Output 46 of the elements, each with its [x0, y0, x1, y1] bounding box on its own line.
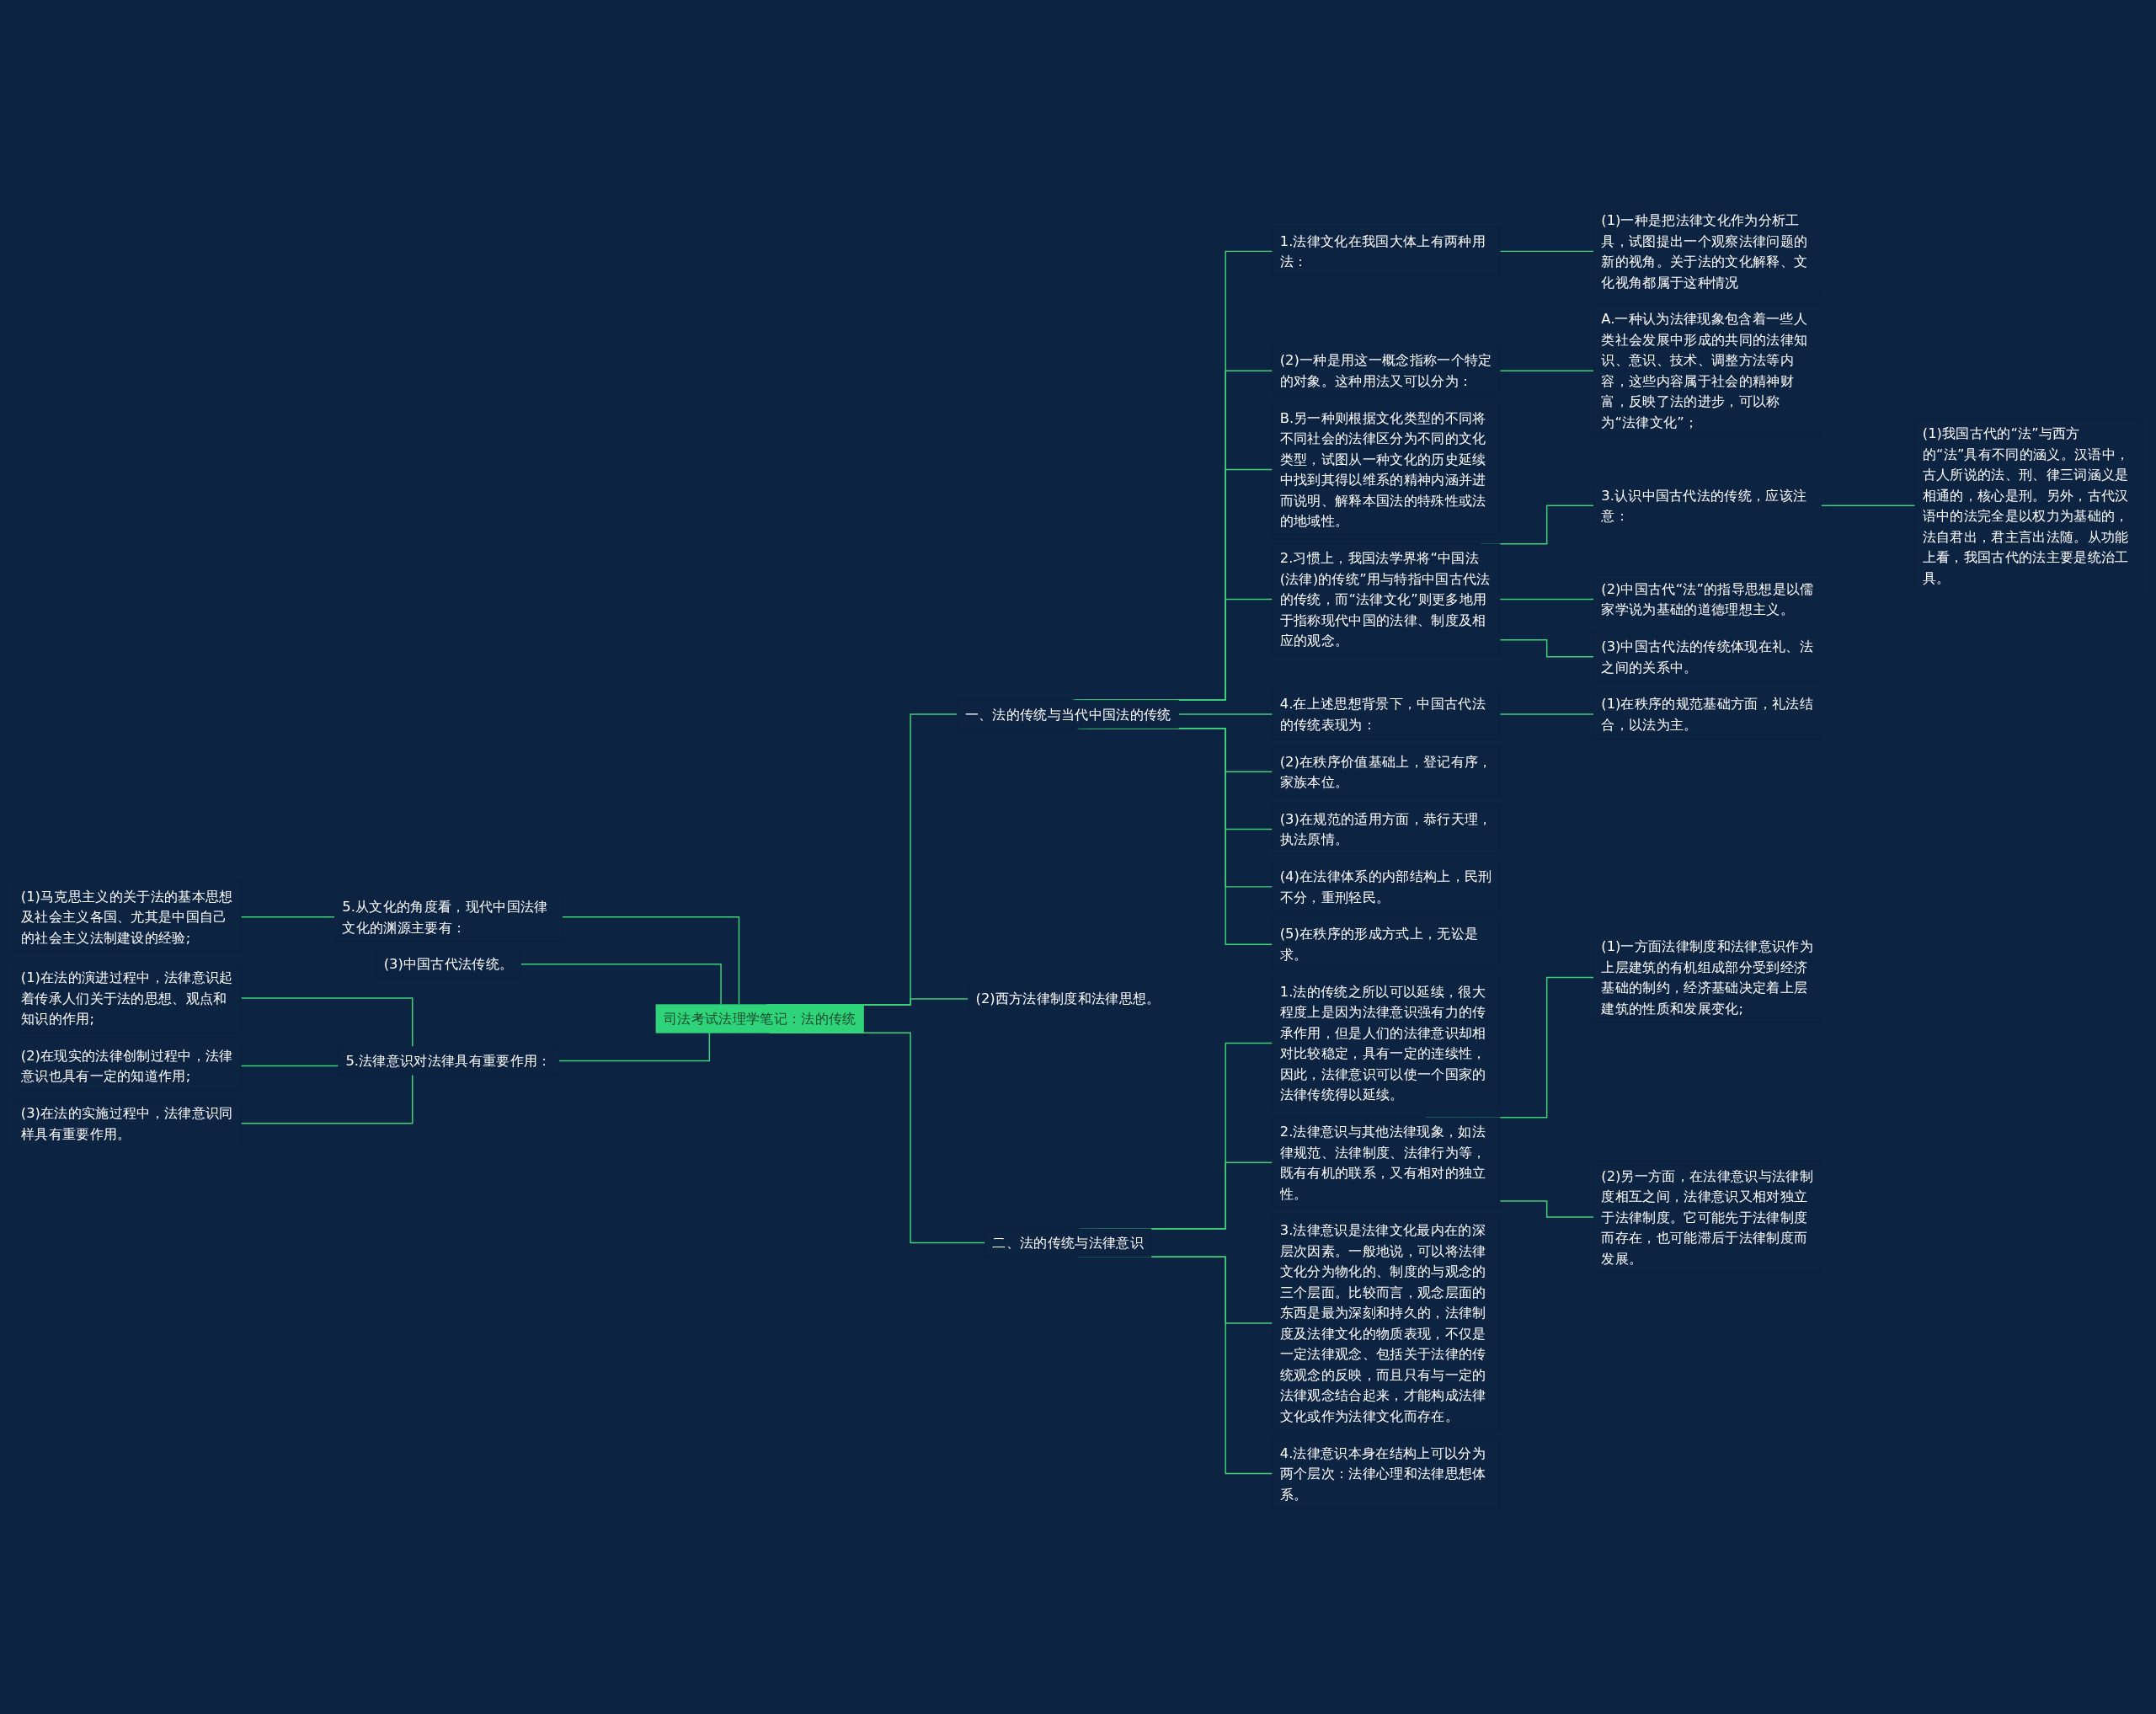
node-text: (1)马克思主义的关于法的基本思想及社会主义各国、尤其是中国自己的社会主义法制建设的经验; [20, 888, 233, 946]
node-text: (1)一方面法律制度和法律意识作为上层建筑的有机组成部分受到经济基础的制约，经济基础决定着上层建筑的性质和发展变化; [1601, 938, 1814, 1017]
node-text: 3.认识中国古代法的传统，应该注意： [1601, 487, 1807, 524]
node-text: (5)在秩序的形成方式上，无讼是求。 [1279, 926, 1479, 963]
node-text: 3.法律意识是法律文化最内在的深层次因素。一般地说，可以将法律文化分为物化的、制度的与观念的三个层面。比较而言，观念层面的东西是最为深刻和持久的，法律制度及法律文化的物质表现，不仅是一定法律观念、包括关于法律的传统观念的反映，而且只有与一定的法律观念结合起来，才能构成法律文化或作为法律文化而存在。 [1279, 1222, 1486, 1424]
node-text: (1)在秩序的规范基础方面，礼法结合，以法为主。 [1601, 696, 1814, 733]
connector [520, 963, 722, 1006]
node-text: (2)西方法律制度和法律思想。 [975, 990, 1161, 1007]
node-text: (3)中国古代法传统。 [383, 956, 514, 972]
node-text: (2)另一方面，在法律意识与法律制度相互之间，法律意识又相对独立于法律制度。它可能先于法律制度而存在，也可能滞后于法律制度而发展。 [1601, 1167, 1814, 1266]
node-text: 2.习惯上，我国法学界将“中国法(法律)的传统”用与特指中国古代法的传统，而“法律文化”则更多地用于指称现代中国的法律、制度及相应的观念。 [1279, 549, 1491, 649]
connector [1499, 713, 1595, 715]
connector [240, 916, 336, 918]
node-text: (2)在现实的法律创制过程中，法律意识也具有一定的知道作用; [20, 1047, 233, 1084]
node-text: (4)在法律体系的内部结构上，民刑不分，重刑轻民。 [1279, 868, 1492, 905]
node-text: 4.法律意识本身在结构上可以分为两个层次：法律心理和法律思想体系。 [1279, 1444, 1486, 1502]
connector [1499, 370, 1595, 371]
node-text: (3)在规范的适用方面，恭行天理，执法原情。 [1279, 810, 1492, 847]
connector [1499, 598, 1595, 600]
node-text: (2)中国古代“法”的指导思想是以儒家学说为基础的道德理想主义。 [1601, 580, 1814, 617]
node-box: 司法考试法理学笔记：法的传统 [655, 1004, 864, 1033]
node-text: (3)在法的实施过程中，法律意识同样具有重要作用。 [20, 1104, 233, 1142]
node-text: 4.在上述思想背景下，中国古代法的传统表现为： [1279, 696, 1486, 733]
connector [240, 1074, 414, 1124]
node-text: 1.法律文化在我国大体上有两种用法： [1279, 232, 1486, 270]
node-text: (1)我国古代的“法”与西方的“法”具有不同的涵义。汉语中，古人所说的法、刑、律三词涵义是相通的，核心是刑。另外，古代汉语中的法完全是以权力为基础的，法自君出，君主言出法随。从功能上看，我国古代的法主要是统治工具。 [1922, 424, 2130, 585]
connector [1499, 638, 1595, 658]
connector [240, 996, 414, 1048]
connector [862, 997, 969, 1006]
node-text: (2)在秩序价值基础上，登记有序，家族本位。 [1279, 753, 1492, 790]
connector [240, 1063, 339, 1066]
node-text: (1)一种是把法律文化作为分析工具，试图提出一个观察法律问题的新的视角。关于法的文化解释、文化视角都属于这种情况 [1601, 212, 1808, 291]
connector [1177, 713, 1273, 715]
node-text: 5.法律意识对法律具有重要作用： [345, 1052, 552, 1069]
node-text: (2)一种是用这一概念指称一个特定的对象。这种用法又可以分为： [1279, 352, 1492, 389]
node-text: 1.法的传统之所以可以延续，很大程度上是因为法律意识强有力的传承作用，但是人们的法律意识却相对比较稳定，具有一定的连续性，因此，法律意识可以使一个国家的法律传统得以延续。 [1279, 983, 1486, 1103]
connector [1499, 250, 1595, 252]
node-text: (1)在法的演进过程中，法律意识起着传承人们关于法的思想、观点和知识的作用; [20, 969, 233, 1027]
node-text: A.一种认为法律现象包含着一些人类社会发展中形成的共同的法律知识、意识、技术、调整方法等内容，这些内容属于社会的精神财富，反映了法的进步，可以称为“法律文化”； [1601, 311, 1808, 430]
connector [558, 1032, 711, 1061]
connector [561, 916, 740, 1006]
connector [1499, 1200, 1595, 1218]
node-text: B.另一种则根据文化类型的不同将不同社会的法律区分为不同的文化类型，试图从一种文化的历史延续中找到其得以维系的精神内涵并进而说明、解释本国法的特殊性或法的地域性。 [1279, 409, 1486, 529]
node-text: (3)中国古代法的传统体现在礼、法之间的关系中。 [1601, 638, 1814, 675]
connector [1820, 505, 1916, 506]
node-text: 5.从文化的角度看，现代中国法律文化的渊源主要有： [342, 898, 548, 935]
